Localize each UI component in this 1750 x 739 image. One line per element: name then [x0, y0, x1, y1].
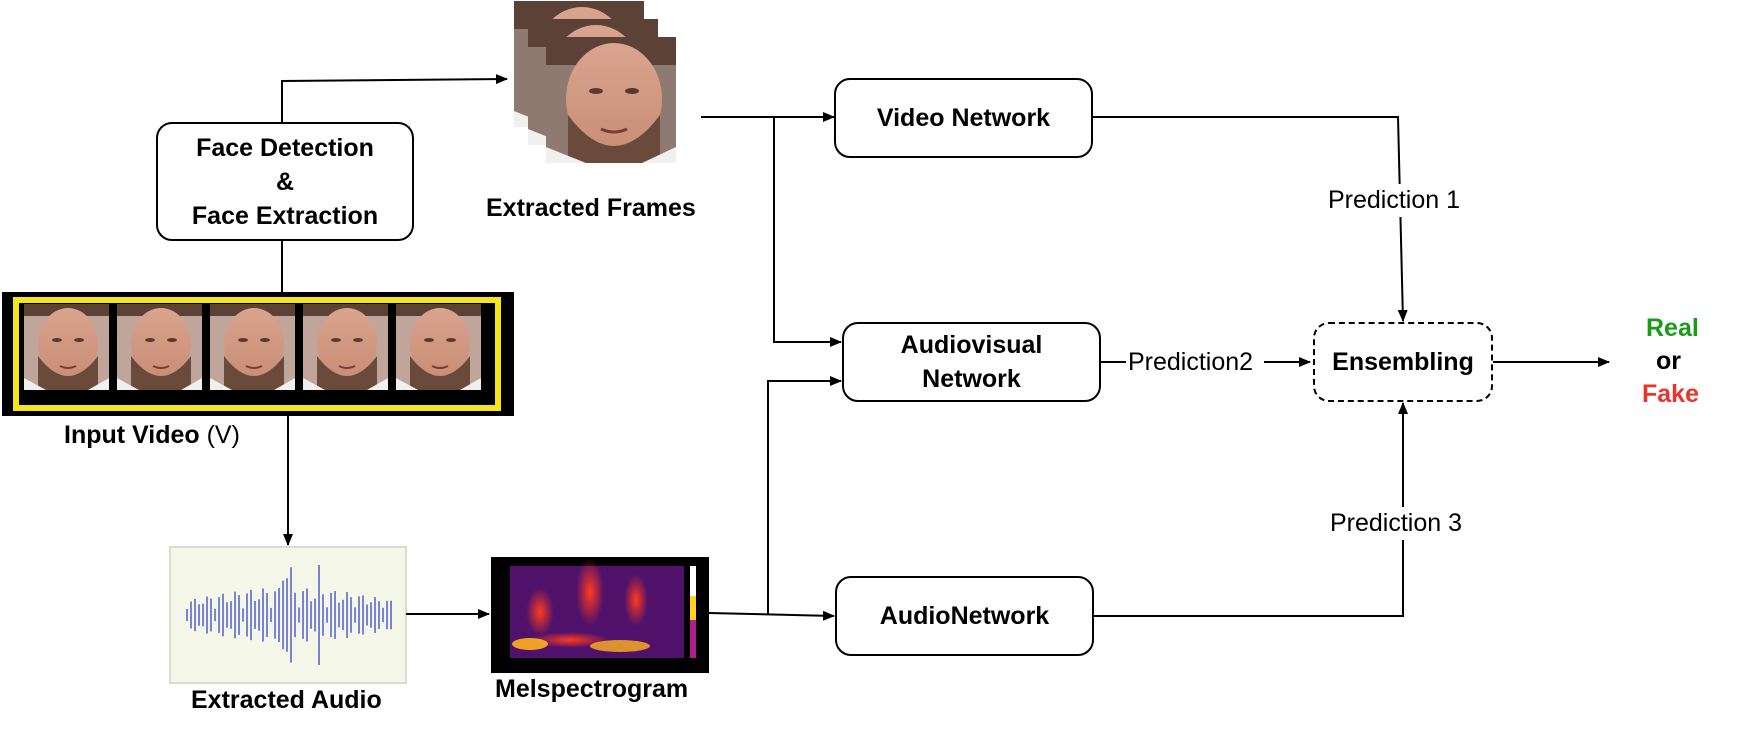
prediction-2-label: Prediction2	[1126, 346, 1256, 379]
waveform-bar	[322, 594, 324, 636]
ensembling-box: Ensembling	[1313, 322, 1493, 402]
waveform-bar	[186, 609, 188, 621]
input-video-label: Input Video (V)	[64, 421, 240, 450]
waveform-bar	[306, 588, 308, 642]
connectors	[281, 74, 1610, 621]
waveform-bar	[362, 595, 364, 635]
waveform-bar	[278, 588, 280, 642]
waveform-bar	[350, 597, 352, 633]
waveform-bar	[298, 607, 300, 623]
waveform-bar	[282, 580, 284, 650]
waveform-bar	[378, 601, 380, 629]
waveform-bar	[254, 600, 256, 630]
waveform-bar	[342, 599, 344, 631]
audiovisual-network-line-1: Audiovisual	[900, 331, 1043, 359]
waveform-bar	[222, 593, 224, 637]
waveform-bar	[202, 603, 204, 627]
input-video-label-text: Input Video	[64, 421, 200, 449]
waveform-bar	[330, 592, 332, 638]
melspectrogram-image	[491, 557, 709, 673]
output-fake-label: Fake	[1642, 380, 1699, 408]
video-network-box: Video Network	[834, 78, 1093, 158]
extracted-frames-label: Extracted Frames	[486, 194, 696, 222]
waveform-bar	[354, 607, 356, 623]
waveform-bar	[194, 598, 196, 632]
video-network-label: Video Network	[876, 104, 1051, 132]
waveform-bar	[314, 598, 316, 632]
extracted-audio-image	[169, 546, 407, 684]
waveform-bar	[214, 608, 216, 622]
waveform-bar	[250, 589, 252, 641]
waveform-bar	[226, 602, 228, 628]
waveform-bar	[382, 607, 384, 623]
waveform-bar	[326, 607, 328, 623]
melspectrogram-label: Melspectrogram	[495, 675, 689, 703]
extracted-audio-label: Extracted Audio	[191, 686, 382, 714]
waveform-bar	[338, 602, 340, 628]
waveform-bar	[310, 601, 312, 629]
waveform-bar	[286, 578, 288, 652]
waveform-bar	[346, 592, 348, 638]
waveform-bar	[318, 565, 320, 665]
waveform-bar	[210, 598, 212, 632]
waveform-bar	[302, 591, 304, 639]
waveform-bar	[294, 592, 296, 638]
waveform-bar	[390, 600, 392, 630]
waveform-bar	[230, 601, 232, 629]
face-detection-box: Face Detection & Face Extraction	[156, 122, 414, 241]
waveform-bar	[270, 607, 272, 623]
waveform-bar	[290, 567, 292, 663]
ensembling-label: Ensembling	[1332, 348, 1474, 376]
waveform-bar	[242, 608, 244, 622]
audiovisual-network-box: Audiovisual Network	[842, 322, 1101, 402]
waveform-bar	[218, 597, 220, 633]
waveform-bar	[258, 599, 260, 631]
waveform-bar	[366, 604, 368, 626]
audio-network-label: AudioNetwork	[879, 602, 1050, 630]
waveform-bar	[374, 597, 376, 633]
audiovisual-network-line-2: Network	[922, 365, 1021, 393]
waveform-bar	[198, 604, 200, 626]
output-or-label: or	[1656, 347, 1681, 375]
waveform-bar	[266, 593, 268, 637]
waveform-bar	[262, 588, 264, 642]
waveform-bar	[358, 596, 360, 634]
extracted-frames-image	[514, 1, 676, 163]
output-real-label: Real	[1646, 314, 1699, 342]
waveform-bar	[238, 595, 240, 635]
waveform-bar	[234, 591, 236, 639]
audio-network-box: AudioNetwork	[835, 576, 1094, 656]
waveform-bar	[334, 591, 336, 639]
waveform-bar	[206, 596, 208, 634]
prediction-3-label: Prediction 3	[1326, 507, 1467, 540]
input-video-image	[2, 292, 514, 416]
face-detection-line-2: &	[275, 167, 295, 196]
waveform-bar	[386, 600, 388, 630]
waveform-bar	[274, 591, 276, 639]
face-detection-line-1: Face Detection	[196, 133, 374, 162]
waveform-bar	[370, 602, 372, 628]
waveform-bar	[190, 601, 192, 629]
input-video-symbol: (V)	[206, 421, 240, 449]
face-detection-line-3: Face Extraction	[191, 201, 379, 230]
waveform-bar	[246, 593, 248, 637]
prediction-1-label: Prediction 1	[1324, 184, 1465, 217]
